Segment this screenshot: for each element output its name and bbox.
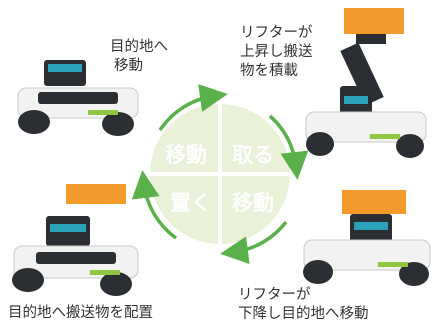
caption-top-left-line-2: 移動	[114, 58, 143, 74]
caption-top-right-line-3: 物を積載	[240, 63, 298, 79]
step-label-place: 置く	[170, 191, 212, 215]
caption-bottom-left-line-1: 目的地へ搬送物を配置	[8, 305, 153, 321]
caption-top-left: 目的地へ 移動	[110, 38, 168, 76]
segment-bottom-right	[222, 176, 290, 244]
step-label-take: 取る	[232, 143, 274, 167]
caption-bottom-right-line-2: 下降し目的地へ移動	[238, 306, 369, 322]
robot-image-lift-up	[305, 8, 427, 158]
caption-bottom-right: リフターが 下降し目的地へ移動	[238, 286, 369, 324]
robot-image-lift-down	[303, 190, 431, 286]
step-label-move-1: 移動	[165, 143, 207, 167]
step-label-move-2: 移動	[232, 191, 274, 215]
ring-arc-top	[158, 84, 228, 131]
caption-top-right-line-2: 上昇し搬送	[240, 44, 313, 60]
caption-bottom-right-line-1: リフターが	[238, 287, 311, 303]
caption-top-right-line-1: リフターが	[240, 25, 313, 41]
ring-arc-left	[131, 170, 178, 240]
robot-image-place	[12, 184, 139, 296]
robot-image-move	[17, 60, 139, 136]
ring-arc-right	[268, 114, 309, 180]
caption-bottom-left: 目的地へ搬送物を配置	[8, 304, 153, 323]
ring-arc-bottom	[220, 220, 288, 265]
segment-top-right	[222, 104, 290, 172]
caption-top-right: リフターが 上昇し搬送 物を積載	[240, 24, 313, 81]
caption-top-left-line-1: 目的地へ	[110, 39, 168, 55]
segment-bottom-left	[150, 176, 218, 244]
segment-top-left	[150, 104, 218, 172]
